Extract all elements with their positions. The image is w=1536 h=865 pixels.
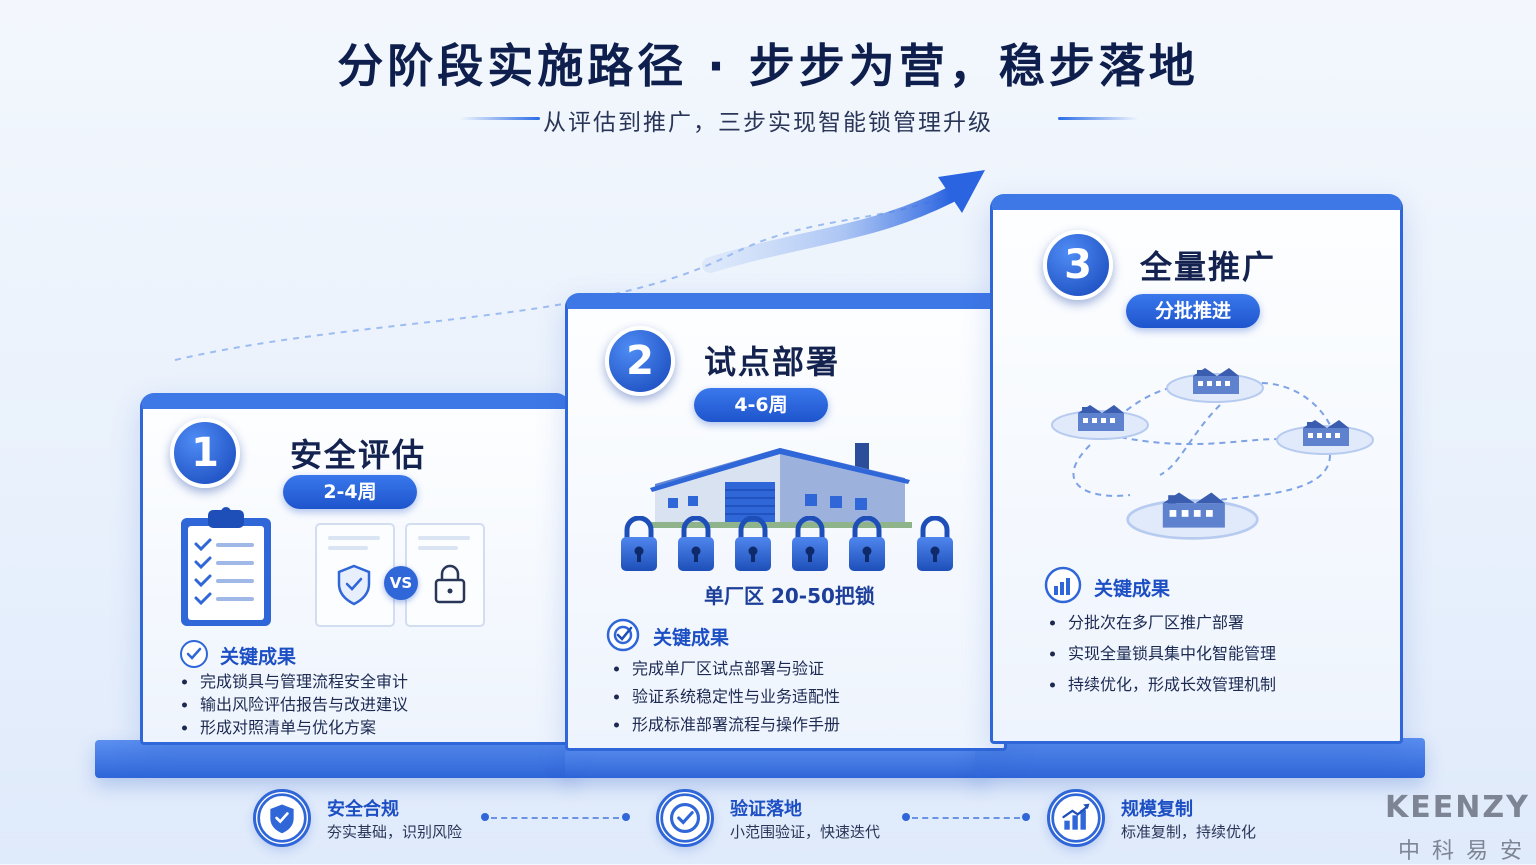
connector-line bbox=[912, 817, 1020, 819]
target-check-icon bbox=[606, 618, 640, 652]
stage1-key-results: 完成锁具与管理流程安全审计 输出风险评估报告与改进建议 形成对照清单与优化方案 bbox=[180, 670, 408, 739]
list-item: 完成锁具与管理流程安全审计 bbox=[180, 670, 408, 693]
growth-arrow-icon bbox=[174, 170, 985, 361]
lock-count-caption: 单厂区 20-50把锁 bbox=[704, 584, 875, 608]
list-item: 持续优化，形成长效管理机制 bbox=[1048, 669, 1276, 700]
bottom-item-compliance bbox=[253, 789, 311, 847]
bottom-item-title: 验证落地 bbox=[730, 799, 802, 820]
growth-chart-icon bbox=[1047, 789, 1105, 847]
bottom-item-desc: 标准复制，持续优化 bbox=[1121, 823, 1257, 841]
stage2-duration-badge: 4-6周 bbox=[694, 388, 828, 422]
list-item: 分批次在多厂区推广部署 bbox=[1048, 607, 1276, 638]
brand-name-cn: 中科易安 bbox=[1398, 839, 1535, 864]
list-item: 验证系统稳定性与业务适配性 bbox=[612, 683, 840, 711]
connector-dot bbox=[622, 813, 630, 821]
stage3-key-results-label: 关键成果 bbox=[1094, 578, 1171, 600]
page-subtitle: 从评估到推广，三步实现智能锁管理升级 bbox=[543, 110, 993, 136]
list-item: 实现全量锁具集中化智能管理 bbox=[1048, 638, 1276, 669]
lock-row-icon bbox=[621, 516, 958, 574]
stage1-duration-badge: 2-4周 bbox=[283, 475, 417, 509]
stage3-number: 3 bbox=[1043, 230, 1113, 300]
subtitle-right-line bbox=[1058, 117, 1138, 120]
check-circle-icon bbox=[180, 640, 208, 668]
bottom-item-desc: 夯实基础，识别风险 bbox=[327, 823, 463, 841]
stage2-number: 2 bbox=[605, 326, 675, 396]
stage3-key-results: 分批次在多厂区推广部署 实现全量锁具集中化智能管理 持续优化，形成长效管理机制 bbox=[1048, 607, 1276, 700]
stage3-duration-badge: 分批推进 bbox=[1126, 294, 1260, 328]
stage1-number: 1 bbox=[170, 418, 240, 488]
vs-badge: VS bbox=[384, 566, 418, 600]
connector-dot bbox=[902, 813, 910, 821]
bottom-item-validation bbox=[656, 789, 714, 847]
page-title: 分阶段实施路径 · 步步为营，稳步落地 bbox=[337, 39, 1199, 93]
connector-dot bbox=[481, 813, 489, 821]
stage2-base bbox=[565, 750, 985, 778]
check-circle-icon bbox=[656, 789, 714, 847]
bottom-item-scale bbox=[1047, 789, 1105, 847]
bottom-item-desc: 小范围验证，快速迭代 bbox=[730, 823, 881, 841]
connector-line bbox=[491, 817, 619, 819]
list-item: 完成单厂区试点部署与验证 bbox=[612, 655, 840, 683]
stage2-key-results-label: 关键成果 bbox=[653, 627, 730, 649]
bar-chart-icon bbox=[1044, 566, 1082, 604]
connector-dot bbox=[1022, 813, 1030, 821]
stage2-key-results: 完成单厂区试点部署与验证 验证系统稳定性与业务适配性 形成标准部署流程与操作手册 bbox=[612, 655, 840, 739]
stage1-title: 安全评估 bbox=[290, 436, 427, 474]
factory-icon bbox=[650, 443, 912, 528]
stage1-key-results-label: 关键成果 bbox=[220, 646, 297, 668]
list-item: 形成标准部署流程与操作手册 bbox=[612, 711, 840, 739]
bottom-item-title: 安全合规 bbox=[327, 799, 399, 820]
factory-network-icon bbox=[1051, 367, 1374, 540]
stage3-title: 全量推广 bbox=[1140, 248, 1277, 286]
shield-check-icon bbox=[253, 789, 311, 847]
list-item: 输出风险评估报告与改进建议 bbox=[180, 693, 408, 716]
stage1-base bbox=[95, 740, 575, 778]
subtitle-left-line bbox=[460, 117, 540, 120]
list-item: 形成对照清单与优化方案 bbox=[180, 716, 408, 739]
stage3-base bbox=[975, 738, 1425, 778]
clipboard-icon bbox=[181, 507, 271, 626]
brand-logo: KEENZY bbox=[1385, 790, 1530, 825]
bottom-item-title: 规模复制 bbox=[1121, 799, 1193, 820]
stage2-title: 试点部署 bbox=[704, 343, 841, 381]
